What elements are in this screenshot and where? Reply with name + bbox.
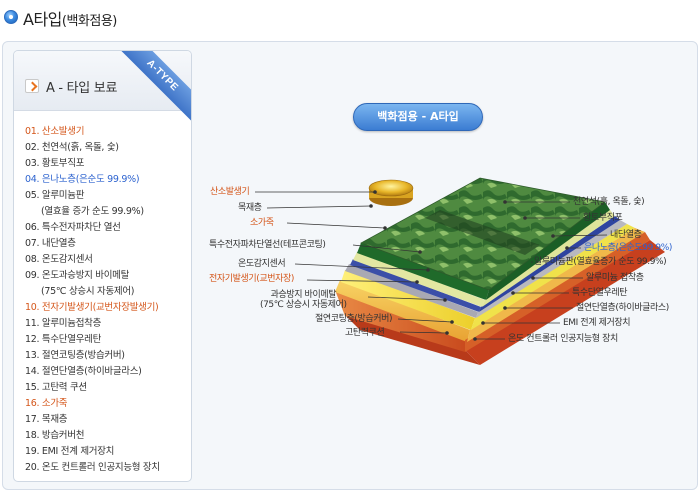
layer-blue [350, 259, 481, 312]
label-urethane: 특수단열우레탄 [572, 288, 628, 298]
label-aluminum-adhesive: 알루미늄 접착층 [586, 273, 644, 283]
label-loess-fabric: 황토부직포 [583, 213, 623, 223]
label-silver-nano: 은나노층(은순도99.9%) [584, 243, 672, 253]
side-cream [482, 210, 615, 307]
layer-list-item: 14. 절연단열층(하이바글라스) [25, 366, 142, 377]
label-em-generator: 전자기발생기(교번자장) [209, 274, 295, 284]
layer-foam [335, 280, 470, 342]
layer-list-item: 15. 고탄력 쿠션 [25, 382, 87, 393]
side-blue [479, 216, 620, 312]
label-insulation-coating: 절연코팅층(방습커버) [315, 314, 393, 324]
layer-list-item: 02. 천연석(흙, 옥돌, 숯) [25, 142, 119, 153]
base-side [465, 240, 665, 365]
label-bimetal: 과승방지 바이메탈 (75℃ 상승시 자동제어) [260, 290, 347, 310]
layer-aluminum [341, 270, 475, 330]
label-insulation-glass: 절연단열층(하이바글라스) [576, 303, 669, 313]
label-heating-wire: 특수전자파차단열선(테프콘코팅) [209, 240, 326, 250]
label-natural-stone: 천연석(흙, 옥돌, 숯) [573, 197, 645, 207]
page-title: A타입(백화점용) [23, 6, 117, 30]
layer-list-item: 04. 은나노층(은순도 99.9%) [25, 174, 140, 185]
label-cushion: 고탄력쿠션 [345, 328, 385, 338]
base-front [345, 315, 480, 365]
leader-dots [369, 190, 569, 341]
layer-list-item: 03. 황토부직포 [25, 158, 85, 169]
label-inner-insulation: 내단열층 [610, 230, 642, 240]
layer-list: 01. 산소발생기 02. 천연석(흙, 옥돌, 숯) 03. 황토부직포 04. 은… [25, 124, 160, 476]
layer-list-item: 10. 전자기발생기(교번자장발생기) [25, 302, 159, 313]
layer-list-item: 17. 목재층 [25, 414, 68, 425]
layer-list-item: 08. 온도감지센서 [25, 254, 93, 265]
layer-cream [353, 252, 485, 307]
side-foam [467, 228, 645, 342]
bullet-icon [4, 10, 18, 24]
side-green [486, 202, 610, 300]
leader-lines [255, 191, 608, 340]
arrow-right-icon [25, 79, 39, 93]
layer-diagram: 산소발생기 목재층 소가죽 특수전자파차단열선(테프콘코팅) 온도감지센서 전자… [195, 140, 695, 490]
label-temp-sensor: 온도감지센서 [238, 259, 286, 269]
top-mesh [425, 210, 540, 255]
layer-list-item: 11. 알루미늄접착층 [25, 318, 102, 329]
label-bimetal-line1: 과승방지 바이메탈 [270, 290, 337, 300]
layer-list-title: A - 타입 보료 [46, 81, 118, 96]
diagram-title-badge: 백화점용 - A타입 [353, 103, 483, 131]
label-aluminum-plate: 알루미늄판(열효율증가 순도 99.9%) [534, 257, 667, 267]
layer-list-item: 16. 소가죽 [25, 398, 68, 409]
layer-list-item: 20. 온도 컨트롤러 인공지능형 장치 [25, 462, 160, 473]
layer-list-item: (열효율 증가 순도 99.9%) [41, 206, 144, 217]
layer-list-item: 13. 절연코팅층(방습커버) [25, 350, 125, 361]
layer-diagram-graphic [255, 177, 665, 365]
page-title-main: A타입 [23, 10, 62, 29]
layer-list-header: A - 타입 보료 A-TYPE [14, 51, 191, 130]
a-type-ribbon-label: A-TYPE [144, 57, 181, 94]
a-type-ribbon: A-TYPE [108, 51, 191, 130]
side-orange [465, 232, 650, 352]
layer-list-item: (75℃ 상승시 자동제어) [41, 286, 135, 297]
oxygen-disc-top [368, 179, 414, 197]
label-temp-controller: 온도 컨트롤러 인공지능형 장치 [508, 334, 618, 344]
layer-list-panel: A - 타입 보료 A-TYPE 01. 산소발생기 02. 천연석(흙, 옥돌,… [13, 50, 192, 482]
page-header: A타입(백화점용) [0, 0, 700, 34]
layer-list-item: 09. 온도과승방지 바이메탈 [25, 270, 130, 281]
layer-list-item: 07. 내단열층 [25, 238, 76, 249]
label-bimetal-line2: (75℃ 상승시 자동제어) [260, 300, 347, 310]
page-title-sub: (백화점용) [61, 14, 117, 29]
layer-list-item: 01. 산소발생기 [25, 126, 85, 137]
side-yellow [471, 224, 635, 330]
label-emi-remover: EMI 전계 제거장치 [563, 318, 631, 328]
layer-list-item: 05. 알루미늄판 [25, 190, 85, 201]
layer-orange [335, 290, 465, 352]
label-wood-layer: 목재층 [238, 203, 262, 213]
layer-list-item: 06. 특수전자파차단 열선 [25, 222, 121, 233]
layer-silver [345, 264, 478, 318]
label-oxygen-generator: 산소발생기 [210, 187, 250, 197]
label-leather: 소가죽 [250, 218, 274, 228]
layer-list-item: 19. EMI 전계 제거장치 [25, 446, 115, 457]
layer-green [357, 243, 489, 300]
layer-list-item: 18. 방습커버천 [25, 430, 85, 441]
layer-list-item: 12. 특수단열우레탄 [25, 334, 102, 345]
diagram-title: 백화점용 - A타입 [377, 110, 459, 123]
